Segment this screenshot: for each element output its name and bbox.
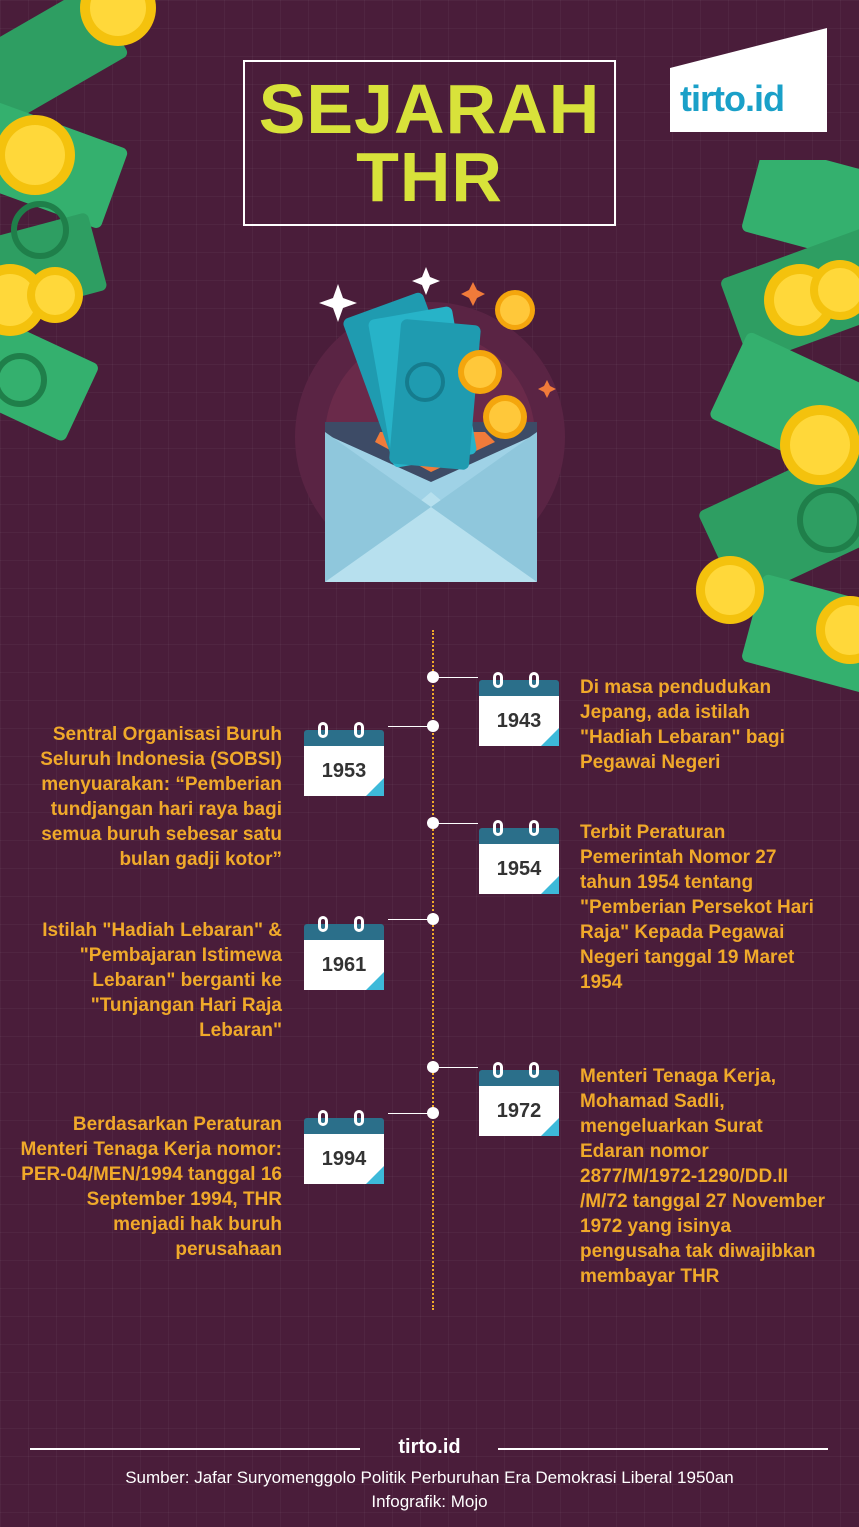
- timeline-dot-1953: [427, 720, 439, 732]
- calendar-icon-1994: 1994: [304, 1110, 384, 1184]
- money-stack-right: [696, 160, 859, 698]
- event-text-1961: Istilah "Hadiah Lebaran" & "Pembajaran I…: [42, 920, 282, 1041]
- gold-coin-icon: [458, 290, 535, 439]
- timeline-connector-1943: [438, 677, 478, 678]
- timeline-dot-1961: [427, 913, 439, 925]
- gold-coin-icon: [0, 0, 156, 336]
- timeline-line: [432, 630, 434, 1310]
- footer-brand: tirto.id: [398, 1436, 461, 1458]
- title-box: SEJARAH THR: [243, 60, 616, 226]
- title-line-2: THR: [356, 138, 503, 216]
- year-1954: 1954: [479, 844, 559, 894]
- event-text-1953: Sentral Organisasi Buruh Seluruh Indones…: [40, 724, 282, 870]
- calendar-icon-1954: 1954: [479, 820, 559, 894]
- sparkle-icon: [319, 267, 556, 398]
- envelope-illustration: [295, 267, 565, 582]
- timeline-connector-1994: [388, 1113, 428, 1114]
- logo-text: tirto.id: [680, 78, 785, 119]
- year-1972: 1972: [479, 1086, 559, 1136]
- money-bill-icon: [343, 292, 481, 470]
- footer-credit: Infografik: Mojo: [371, 1492, 488, 1511]
- event-text-1943: Di masa pendudukan Jepang, ada istilah "…: [580, 677, 785, 773]
- footer-divider-right: [498, 1448, 828, 1450]
- timeline-connector-1961: [388, 919, 428, 920]
- money-bill-icon: [0, 0, 128, 441]
- footer-divider-left: [30, 1448, 360, 1450]
- gold-coin-icon: [696, 260, 859, 664]
- timeline-connector-1972: [438, 1067, 478, 1068]
- footer-source: Sumber: Jafar Suryomenggolo Politik Perb…: [125, 1468, 734, 1487]
- calendar-icon-1961: 1961: [304, 916, 384, 990]
- event-text-1994: Berdasarkan Peraturan Menteri Tenaga Ker…: [20, 1114, 282, 1260]
- timeline-connector-1954: [438, 823, 478, 824]
- timeline-dot-1994: [427, 1107, 439, 1119]
- event-text-1954: Terbit Peraturan Pemerintah Nomor 27 tah…: [580, 822, 814, 993]
- calendar-icon-1943: 1943: [479, 672, 559, 746]
- money-stack-top-left: [0, 0, 156, 441]
- title-line-1: SEJARAH: [258, 70, 601, 148]
- timeline-dot-1954: [427, 817, 439, 829]
- timeline-dot-1972: [427, 1061, 439, 1073]
- timeline-connector-1953: [388, 726, 428, 727]
- logo: tirto.id: [670, 28, 827, 132]
- calendar-icon-1972: 1972: [479, 1062, 559, 1136]
- event-text-1972: Menteri Tenaga Kerja, Mohamad Sadli, men…: [580, 1066, 825, 1287]
- calendar-icon-1953: 1953: [304, 722, 384, 796]
- timeline-dot-1943: [427, 671, 439, 683]
